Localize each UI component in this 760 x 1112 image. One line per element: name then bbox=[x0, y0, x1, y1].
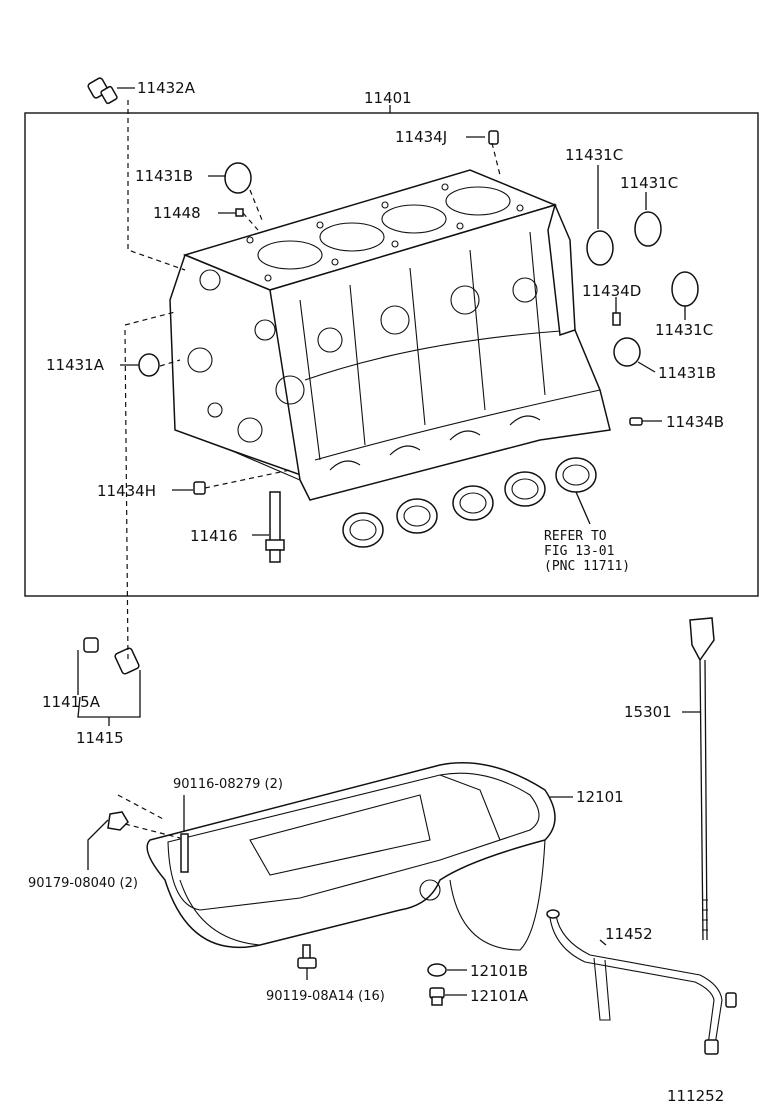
plug-11431c-drawing-3 bbox=[671, 271, 699, 307]
label-11431c-3: 11431C bbox=[655, 321, 713, 339]
label-11431a: 11431A bbox=[46, 356, 105, 374]
label-11431c-1: 11431C bbox=[565, 146, 623, 164]
label-11415: 11415 bbox=[76, 729, 124, 747]
label-refer-pnc: (PNC 11711) bbox=[544, 559, 630, 574]
bolt-90119-drawing bbox=[297, 944, 317, 969]
main-bearings-drawing bbox=[342, 457, 597, 548]
plug-11431c-drawing-2 bbox=[634, 211, 662, 247]
label-refer-to: REFER TO bbox=[544, 529, 607, 544]
label-11415a: 11415A bbox=[42, 693, 101, 711]
gasket-12101b-drawing bbox=[427, 963, 447, 977]
oil-pan-12101-drawing bbox=[146, 762, 556, 951]
plug-11432a-drawing bbox=[87, 77, 118, 105]
plug-12101a-drawing bbox=[429, 987, 445, 1006]
label-11401: 11401 bbox=[364, 89, 412, 107]
label-90116: 90116-08279 (2) bbox=[173, 777, 283, 792]
oil-dipstick-15301-drawing bbox=[689, 617, 715, 941]
pin-11434j-drawing bbox=[488, 130, 499, 145]
label-11431c-2: 11431C bbox=[620, 174, 678, 192]
label-refer-fig: FIG 13-01 bbox=[544, 544, 614, 559]
label-90179: 90179-08040 (2) bbox=[28, 876, 138, 891]
dashed-guide-lines bbox=[117, 100, 501, 839]
plug-11431a-drawing bbox=[138, 353, 160, 377]
stud-11416-drawing bbox=[265, 491, 285, 563]
pin-11434b-drawing bbox=[629, 417, 643, 426]
gauge-guide-11452-drawing bbox=[546, 909, 737, 1055]
label-11434d: 11434D bbox=[582, 282, 641, 300]
label-11452: 11452 bbox=[605, 925, 653, 943]
label-11434h: 11434H bbox=[97, 482, 156, 500]
leader-lines bbox=[77, 87, 700, 996]
stud-90116-drawing bbox=[180, 833, 189, 873]
label-11448: 11448 bbox=[153, 204, 201, 222]
label-12101b: 12101B bbox=[470, 962, 528, 980]
label-11432a: 11432A bbox=[137, 79, 196, 97]
label-11431b-right: 11431B bbox=[658, 364, 716, 382]
cylinder-block-frame bbox=[24, 112, 759, 597]
label-11416: 11416 bbox=[190, 527, 238, 545]
figure-number: 111252 bbox=[667, 1087, 724, 1105]
plug-11431c-drawing-1 bbox=[586, 230, 614, 266]
plug-11431b-top-drawing bbox=[224, 162, 252, 194]
pin-11434h-drawing bbox=[193, 481, 206, 495]
cylinder-block-drawing bbox=[169, 169, 611, 501]
label-15301: 15301 bbox=[624, 703, 672, 721]
drain-cock-11415-drawing bbox=[83, 637, 140, 675]
nut-90179-drawing bbox=[107, 811, 129, 831]
label-90119: 90119-08A14 (16) bbox=[266, 989, 385, 1004]
pin-11448-drawing bbox=[235, 208, 244, 217]
plug-11431b-right-drawing bbox=[613, 337, 641, 367]
label-12101: 12101 bbox=[576, 788, 624, 806]
pin-11434d-drawing bbox=[612, 312, 621, 326]
label-11434b: 11434B bbox=[666, 413, 724, 431]
label-11431b-top: 11431B bbox=[135, 167, 193, 185]
label-12101a: 12101A bbox=[470, 987, 529, 1005]
label-11434j: 11434J bbox=[395, 128, 447, 146]
